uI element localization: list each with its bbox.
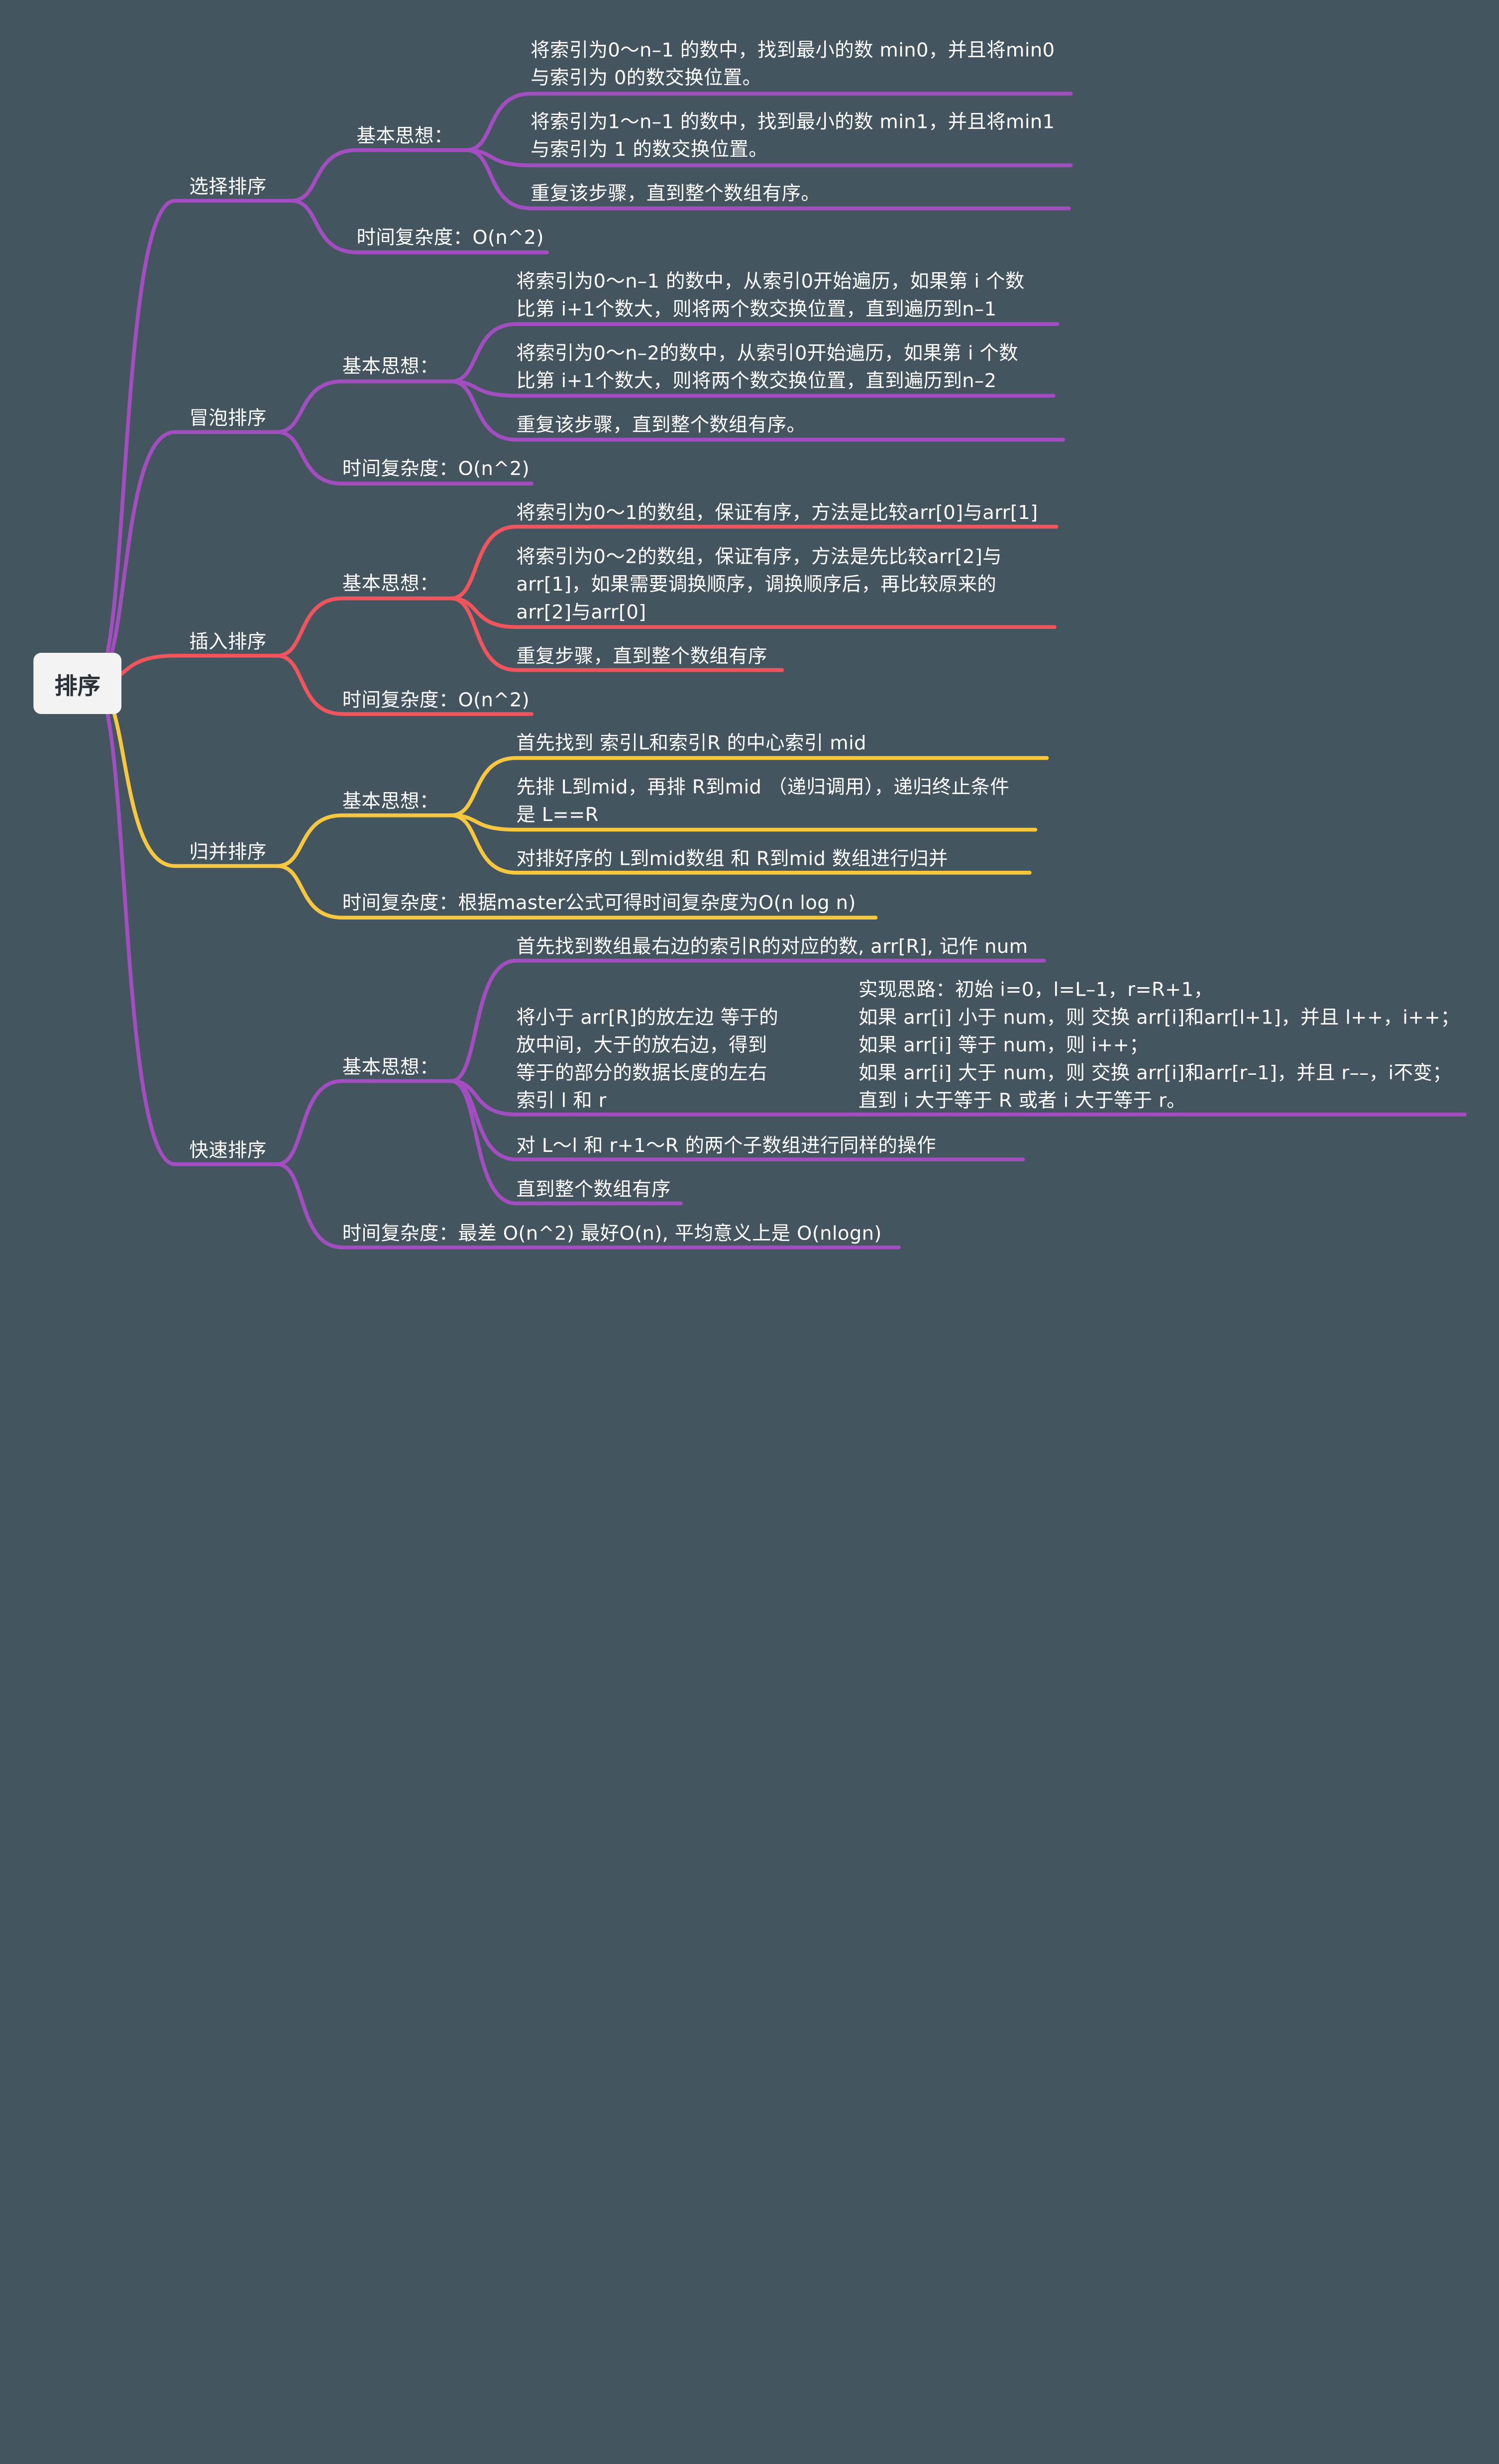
idea-item-selection-2[interactable]: 将索引为1～n–1 的数中，找到最小的数 min1，并且将min1 与索引为 1… [531, 109, 1055, 161]
branch-title-insertion-sort[interactable]: 插入排序 [189, 629, 267, 653]
connector-branch-idea-2 [275, 379, 344, 434]
connector-branch-idea-1 [290, 148, 359, 203]
connector-idea-item-1-1 [464, 92, 533, 152]
connector-branch-complexity-2 [275, 430, 344, 486]
connector-branch-idea-3 [275, 596, 344, 658]
idea-item-bubble-2[interactable]: 将索引为0～n–2的数中，从索引0开始遍历，如果第 i 个数 比第 i+1个数大… [516, 341, 1019, 392]
connector-idea-item-5-1 [449, 958, 519, 1083]
connector-branch-complexity-3 [275, 653, 344, 716]
idea-item-insertion-3[interactable]: 重复步骤，直到整个数组有序 [516, 644, 767, 667]
branch-title-merge-sort[interactable]: 归并排序 [189, 840, 267, 863]
connector-idea-item-2-3 [449, 379, 519, 442]
idea-item-bubble-3[interactable]: 重复该步骤，直到整个数组有序。 [516, 412, 806, 436]
idea-label-insertion-sort[interactable]: 基本思想： [342, 571, 439, 595]
connector-idea-item-3-1 [449, 524, 519, 601]
connector-idea-item-5-3 [449, 1079, 519, 1162]
complexity-merge-sort[interactable]: 时间复杂度：根据master公式可得时间复杂度为O(n log n) [342, 891, 856, 914]
idea-item-quick-3[interactable]: 对 L～l 和 r+1～R 的两个子数组进行同样的操作 [516, 1133, 936, 1157]
connector-branch-complexity-1 [290, 199, 359, 254]
connector-idea-item-1-3 [464, 148, 533, 210]
connector-root-branch-5 [92, 681, 177, 1166]
idea-label-bubble-sort[interactable]: 基本思想： [342, 354, 439, 378]
root-node[interactable]: 排序 [33, 653, 121, 714]
idea-item-quick-4[interactable]: 直到整个数组有序 [516, 1177, 671, 1201]
idea-item-selection-3[interactable]: 重复该步骤，直到整个数组有序。 [531, 181, 821, 205]
idea-item-merge-1[interactable]: 首先找到 索引L和索引R 的中心索引 mid [516, 731, 866, 754]
idea-item-selection-1[interactable]: 将索引为0～n–1 的数中，找到最小的数 min0，并且将min0 与索引为 0… [531, 38, 1055, 89]
idea-item-insertion-1[interactable]: 将索引为0～1的数组，保证有序，方法是比较arr[0]与arr[1] [516, 501, 1038, 524]
root-label: 排序 [54, 672, 101, 700]
connector-idea-item-4-3 [449, 813, 519, 875]
connector-idea-item-4-1 [449, 756, 519, 818]
complexity-bubble-sort[interactable]: 时间复杂度：O(n^2) [342, 457, 530, 480]
idea-item-merge-3[interactable]: 对排好序的 L到mid数组 和 R到mid 数组进行归并 [516, 847, 948, 870]
complexity-quick-sort[interactable]: 时间复杂度：最差 O(n^2) 最好O(n), 平均意义上是 O(nlogn) [342, 1222, 882, 1245]
idea-item-quick-1[interactable]: 首先找到数组最右边的索引R的对应的数, arr[R], 记作 num [516, 934, 1028, 958]
branch-title-quick-sort[interactable]: 快速排序 [189, 1138, 267, 1162]
connector-branch-idea-4 [275, 813, 344, 868]
connector-branch-idea-5 [275, 1079, 344, 1166]
idea-item-merge-2[interactable]: 先排 L到mid，再排 R到mid （递归调用），递归终止条件 是 L==R [516, 775, 1010, 826]
complexity-insertion-sort[interactable]: 时间复杂度：O(n^2) [342, 688, 530, 712]
connector-lines [92, 92, 1467, 1249]
idea-item-insertion-2[interactable]: 将索引为0～2的数组，保证有序，方法是先比较arr[2]与 arr[1]，如果需… [516, 544, 1002, 623]
branch-title-selection-sort[interactable]: 选择排序 [189, 175, 267, 198]
idea-label-quick-sort[interactable]: 基本思想： [342, 1055, 439, 1078]
idea-item-bubble-1[interactable]: 将索引为0～n–1 的数中，从索引0开始遍历，如果第 i 个数 比第 i+1个数… [516, 269, 1025, 320]
connector-idea-item-3-3 [449, 596, 519, 672]
connector-root-branch-2 [92, 430, 177, 686]
idea-label-selection-sort[interactable]: 基本思想： [356, 124, 453, 147]
idea-detail-quick[interactable]: 实现思路：初始 i=0，l=L–1，r=R+1， 如果 arr[i] 小于 nu… [858, 978, 1460, 1112]
connector-root-branch-1 [92, 199, 177, 686]
connector-branch-complexity-5 [275, 1162, 344, 1249]
connector-idea-item-5-4 [449, 1079, 519, 1206]
idea-item-quick-2[interactable]: 将小于 arr[R]的放左边 等于的 放中间，大于的放右边，得到 等于的部分的数… [516, 1005, 779, 1112]
connector-branch-complexity-4 [275, 864, 344, 920]
branch-title-bubble-sort[interactable]: 冒泡排序 [189, 406, 267, 429]
connector-idea-item-2-1 [449, 322, 519, 384]
idea-label-merge-sort[interactable]: 基本思想： [342, 789, 439, 813]
complexity-selection-sort[interactable]: 时间复杂度：O(n^2) [356, 225, 544, 249]
